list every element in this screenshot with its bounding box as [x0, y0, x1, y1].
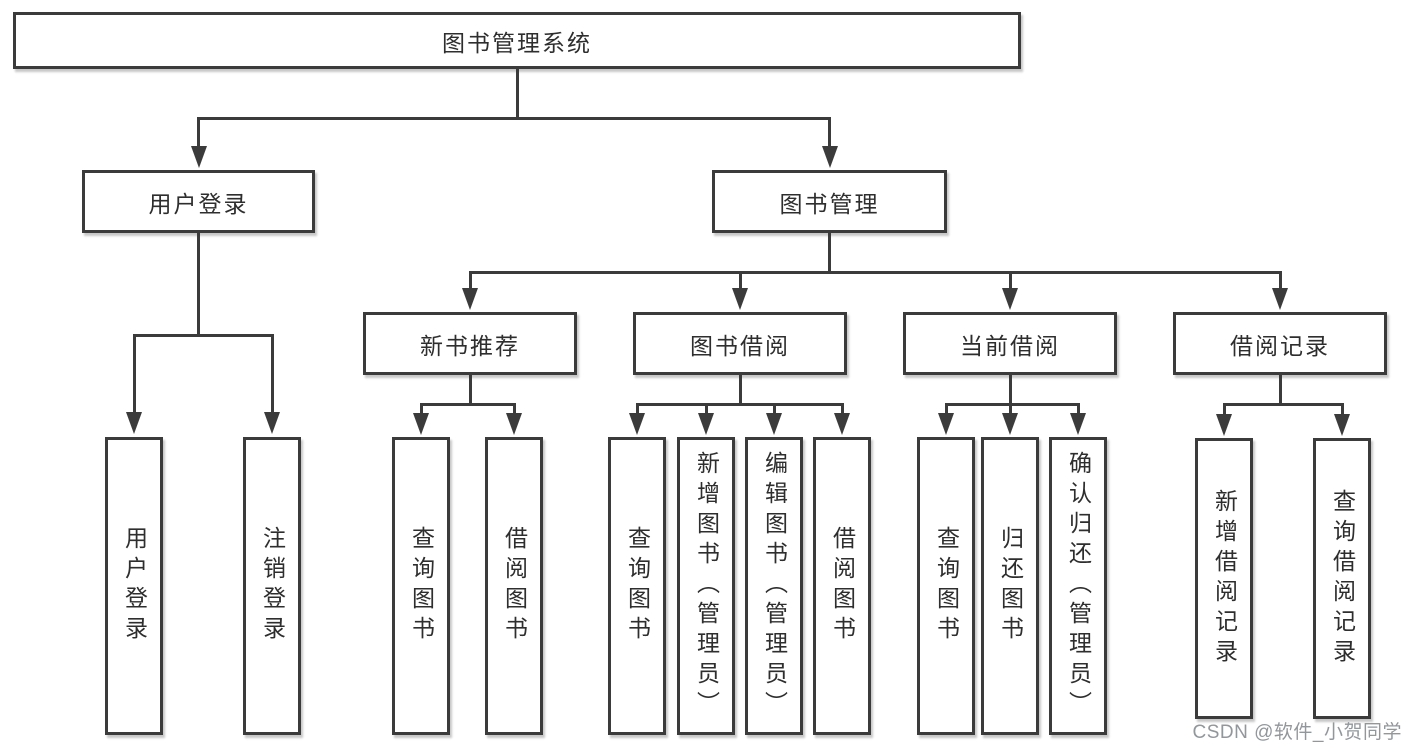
csdn-watermark: CSDN @软件_小贺同学 — [1192, 722, 1402, 743]
arrow-down-icon — [1070, 413, 1086, 435]
connector-borrowrecord-bar — [1222, 403, 1344, 406]
arrow-down-icon — [1334, 414, 1350, 436]
connector-root-bar — [197, 117, 831, 120]
leaf-query-borrow-record: 查询借阅记录 — [1313, 438, 1371, 719]
connector-root-vline — [515, 69, 519, 118]
arrow-down-icon — [821, 146, 838, 168]
connector-bookborrow-stem — [635, 403, 639, 417]
connector-bookborrow-stem — [772, 403, 776, 417]
connector-root-stem-left — [197, 117, 200, 148]
connector-borrowrecord-vline — [1278, 374, 1282, 405]
connector-bookmgmt-bar — [468, 271, 1282, 274]
leaf-borrow-book-1: 借阅图书 — [485, 437, 543, 735]
connector-bookmgmt-vline — [828, 232, 831, 273]
connector-currentborrow-bar — [944, 403, 1080, 406]
leaf-confirm-return-admin: 确认归还（管理员） — [1049, 437, 1107, 735]
leaf-logout: 注销登录 — [243, 437, 301, 735]
connector-bookborrow-stem — [840, 403, 844, 417]
arrow-down-icon — [413, 413, 429, 435]
node-borrow-record: 借阅记录 — [1173, 312, 1387, 375]
arrow-down-icon — [629, 413, 645, 435]
connector-bookborrow-stem — [704, 403, 708, 417]
arrow-down-icon — [698, 413, 714, 435]
connector-root-stem-right — [828, 117, 831, 148]
node-book-borrow: 图书借阅 — [633, 312, 847, 375]
connector-userlogin-vline — [197, 232, 200, 336]
connector-currentborrow-vline — [1008, 374, 1012, 405]
leaf-query-book-2: 查询图书 — [608, 437, 666, 735]
connector-currentborrow-stem — [1076, 403, 1080, 417]
connector-bookmgmt-stem — [468, 271, 472, 292]
leaf-borrow-book-2: 借阅图书 — [813, 437, 871, 735]
arrow-down-icon — [126, 412, 142, 434]
arrow-down-icon — [506, 413, 522, 435]
connector-newbook-bar — [419, 403, 516, 406]
connector-newbook-stem — [512, 403, 516, 417]
connector-bookborrow-bar — [635, 403, 844, 406]
node-root: 图书管理系统 — [13, 12, 1021, 69]
connector-userlogin-stem — [270, 334, 274, 414]
connector-bookmgmt-stem — [1008, 271, 1012, 292]
arrow-down-icon — [190, 146, 207, 168]
leaf-return-book: 归还图书 — [981, 437, 1039, 735]
connector-currentborrow-stem — [944, 403, 948, 417]
arrow-down-icon — [766, 413, 782, 435]
connector-newbook-vline — [468, 374, 472, 405]
leaf-edit-book-admin: 编辑图书（管理员） — [745, 437, 803, 735]
node-user-login: 用户登录 — [82, 170, 315, 233]
connector-borrowrecord-stem — [1340, 403, 1344, 419]
leaf-add-borrow-record: 新增借阅记录 — [1195, 438, 1253, 719]
connector-bookmgmt-stem — [738, 271, 742, 292]
connector-userlogin-stem — [132, 334, 136, 414]
arrow-down-icon — [1216, 414, 1232, 436]
connector-newbook-stem — [419, 403, 423, 417]
leaf-user-login: 用户登录 — [105, 437, 163, 735]
arrow-down-icon — [732, 288, 748, 310]
arrow-down-icon — [1272, 288, 1288, 310]
arrow-down-icon — [938, 413, 954, 435]
arrow-down-icon — [462, 288, 478, 310]
arrow-down-icon — [834, 413, 850, 435]
node-book-mgmt: 图书管理 — [712, 170, 947, 233]
leaf-query-book-3: 查询图书 — [917, 437, 975, 735]
leaf-query-book-1: 查询图书 — [392, 437, 450, 735]
node-current-borrow: 当前借阅 — [903, 312, 1117, 375]
leaf-add-book-admin: 新增图书（管理员） — [677, 437, 735, 735]
connector-userlogin-bar — [132, 334, 274, 337]
arrow-down-icon — [264, 412, 280, 434]
connector-bookborrow-vline — [738, 374, 742, 405]
node-new-book-rec: 新书推荐 — [363, 312, 577, 375]
connector-bookmgmt-stem — [1278, 271, 1282, 292]
arrow-down-icon — [1002, 288, 1018, 310]
arrow-down-icon — [1002, 413, 1018, 435]
connector-borrowrecord-stem — [1222, 403, 1226, 419]
connector-currentborrow-stem — [1008, 403, 1012, 417]
